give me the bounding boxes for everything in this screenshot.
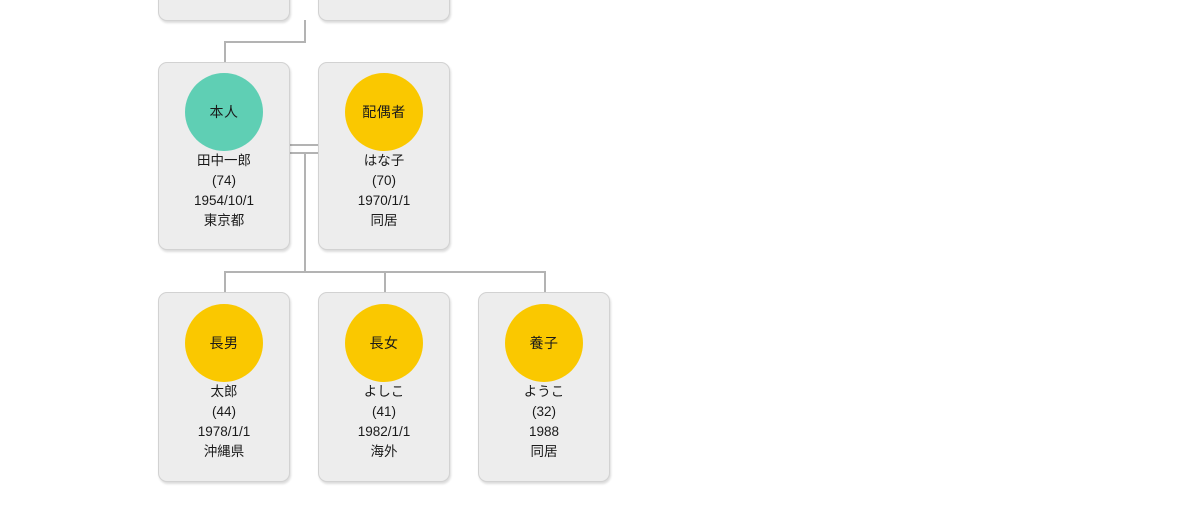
role-badge-child: 養子 xyxy=(505,304,583,382)
person-details: 田中一郎 (74) 1954/10/1 東京都 xyxy=(159,151,289,237)
person-card-ancestor-right[interactable] xyxy=(318,0,450,21)
person-card-child-1[interactable]: 長男 太郎 (44) 1978/1/1 沖縄県 xyxy=(158,292,290,482)
role-badge-label: 配偶者 xyxy=(362,104,406,120)
person-details: 太郎 (44) 1978/1/1 沖縄県 xyxy=(159,382,289,468)
person-age: (70) xyxy=(371,173,396,188)
person-card-spouse[interactable]: 配偶者 はな子 (70) 1970/1/1 同居 xyxy=(318,62,450,250)
person-age: (44) xyxy=(211,404,236,419)
role-badge-label: 長男 xyxy=(209,335,239,351)
person-name: ようこ xyxy=(523,384,565,399)
role-badge-child: 長女 xyxy=(345,304,423,382)
connector-to-child-3 xyxy=(544,271,546,293)
person-card-child-2[interactable]: 長女 よしこ (41) 1982/1/1 海外 xyxy=(318,292,450,482)
connector-ancestor-elbow xyxy=(224,41,306,43)
person-name: 田中一郎 xyxy=(197,153,251,168)
person-date: 1970/1/1 xyxy=(357,193,411,208)
person-place: 東京都 xyxy=(203,213,245,228)
person-details: ようこ (32) 1988 同居 xyxy=(479,382,609,468)
person-card-child-3[interactable]: 養子 ようこ (32) 1988 同居 xyxy=(478,292,610,482)
person-name: 太郎 xyxy=(210,384,238,399)
person-date: 1954/10/1 xyxy=(193,193,255,208)
person-place: 沖縄県 xyxy=(203,444,245,459)
person-details: よしこ (41) 1982/1/1 海外 xyxy=(319,382,449,468)
person-place: 同居 xyxy=(370,213,398,228)
person-place: 海外 xyxy=(370,444,398,459)
person-age: (74) xyxy=(211,173,236,188)
role-badge-spouse: 配偶者 xyxy=(345,73,423,151)
connector-marriage-upper xyxy=(288,144,322,146)
person-place: 同居 xyxy=(530,444,558,459)
connector-to-child-1 xyxy=(224,271,226,293)
person-name: よしこ xyxy=(363,384,405,399)
person-date: 1978/1/1 xyxy=(197,424,251,439)
person-age: (41) xyxy=(371,404,396,419)
person-details: はな子 (70) 1970/1/1 同居 xyxy=(319,151,449,237)
person-age: (32) xyxy=(531,404,556,419)
person-card-ancestor-left[interactable] xyxy=(158,0,290,21)
connector-ancestor-drop xyxy=(304,20,306,42)
person-name: はな子 xyxy=(363,153,405,168)
person-date: 1988 xyxy=(528,424,560,439)
role-badge-self: 本人 xyxy=(185,73,263,151)
person-date: 1982/1/1 xyxy=(357,424,411,439)
role-badge-label: 長女 xyxy=(369,335,399,351)
role-badge-label: 養子 xyxy=(529,335,559,351)
connector-to-self xyxy=(224,41,226,63)
connector-to-child-2 xyxy=(384,271,386,293)
person-card-self[interactable]: 本人 田中一郎 (74) 1954/10/1 東京都 xyxy=(158,62,290,250)
role-badge-label: 本人 xyxy=(209,104,239,120)
role-badge-child: 長男 xyxy=(185,304,263,382)
connector-marriage-drop xyxy=(304,152,306,273)
